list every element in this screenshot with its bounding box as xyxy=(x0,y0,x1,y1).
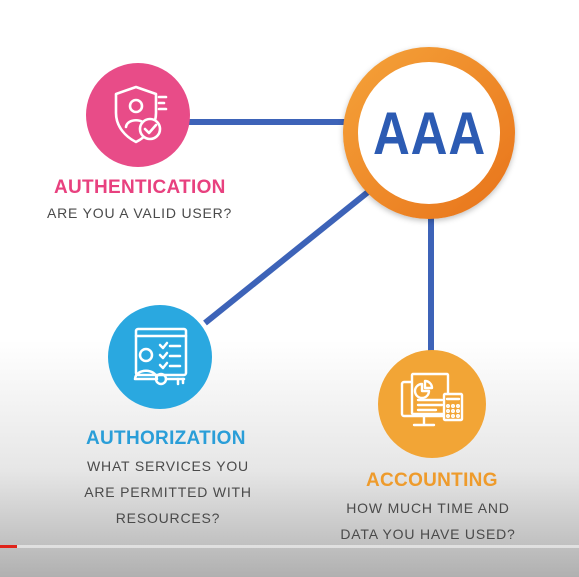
video-progress-bar[interactable] xyxy=(0,545,579,548)
authorization-line: RESOURCES? xyxy=(115,510,221,526)
authorization-description: WHAT SERVICES YOU ARE PERMITTED WITH RES… xyxy=(68,453,268,531)
computer-report-icon xyxy=(400,372,464,427)
authentication-node xyxy=(86,63,190,167)
authorization-line: ARE PERMITTED WITH xyxy=(84,484,252,500)
authentication-subtitle: ARE YOU A VALID USER? xyxy=(47,205,233,221)
user-key-checklist-icon xyxy=(133,327,188,386)
authorization-node xyxy=(108,305,212,409)
hub-label: AAA xyxy=(372,99,486,167)
accounting-title: ACCOUNTING xyxy=(366,470,498,491)
authorization-line: WHAT SERVICES YOU xyxy=(87,458,249,474)
accounting-line: HOW MUCH TIME AND xyxy=(346,500,510,516)
video-progress-fill xyxy=(0,545,18,548)
user-shield-check-icon xyxy=(114,85,168,144)
authentication-title: AUTHENTICATION xyxy=(54,177,226,198)
authorization-title: AUTHORIZATION xyxy=(86,428,246,449)
accounting-node xyxy=(378,350,486,458)
accounting-description: HOW MUCH TIME AND DATA YOU HAVE USED? xyxy=(333,495,523,547)
background-fade xyxy=(0,340,579,577)
connector-authorization xyxy=(203,189,370,326)
aaa-hub: AAA xyxy=(343,47,515,219)
accounting-line: DATA YOU HAVE USED? xyxy=(340,526,516,542)
